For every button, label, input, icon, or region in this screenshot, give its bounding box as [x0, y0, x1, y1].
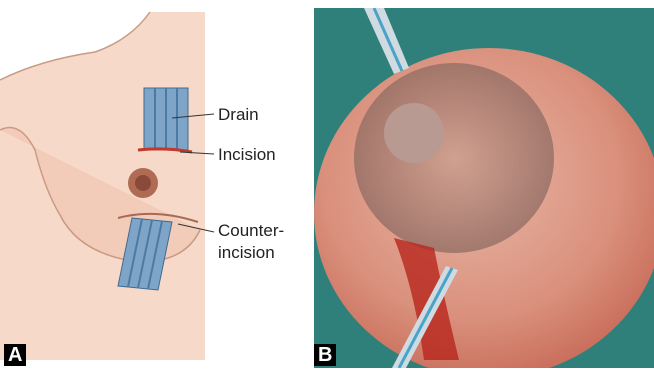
drain-tube-upper	[144, 88, 188, 150]
clinical-photo	[314, 8, 654, 368]
panel-b-photo	[314, 8, 654, 368]
areola-photo	[354, 63, 554, 253]
label-counter-incision-line2: incision	[218, 243, 275, 262]
label-incision: Incision	[218, 145, 276, 164]
nipple	[135, 175, 151, 191]
panel-letter-b: B	[314, 344, 336, 366]
label-drain: Drain	[218, 105, 259, 124]
breast-drain-diagram: Drain Incision Counter- incision	[0, 0, 310, 368]
panel-a-illustration: Drain Incision Counter- incision A	[0, 0, 310, 368]
label-counter-incision-line1: Counter-	[218, 221, 284, 240]
panel-letter-a: A	[4, 344, 26, 366]
nipple-photo	[384, 103, 444, 163]
